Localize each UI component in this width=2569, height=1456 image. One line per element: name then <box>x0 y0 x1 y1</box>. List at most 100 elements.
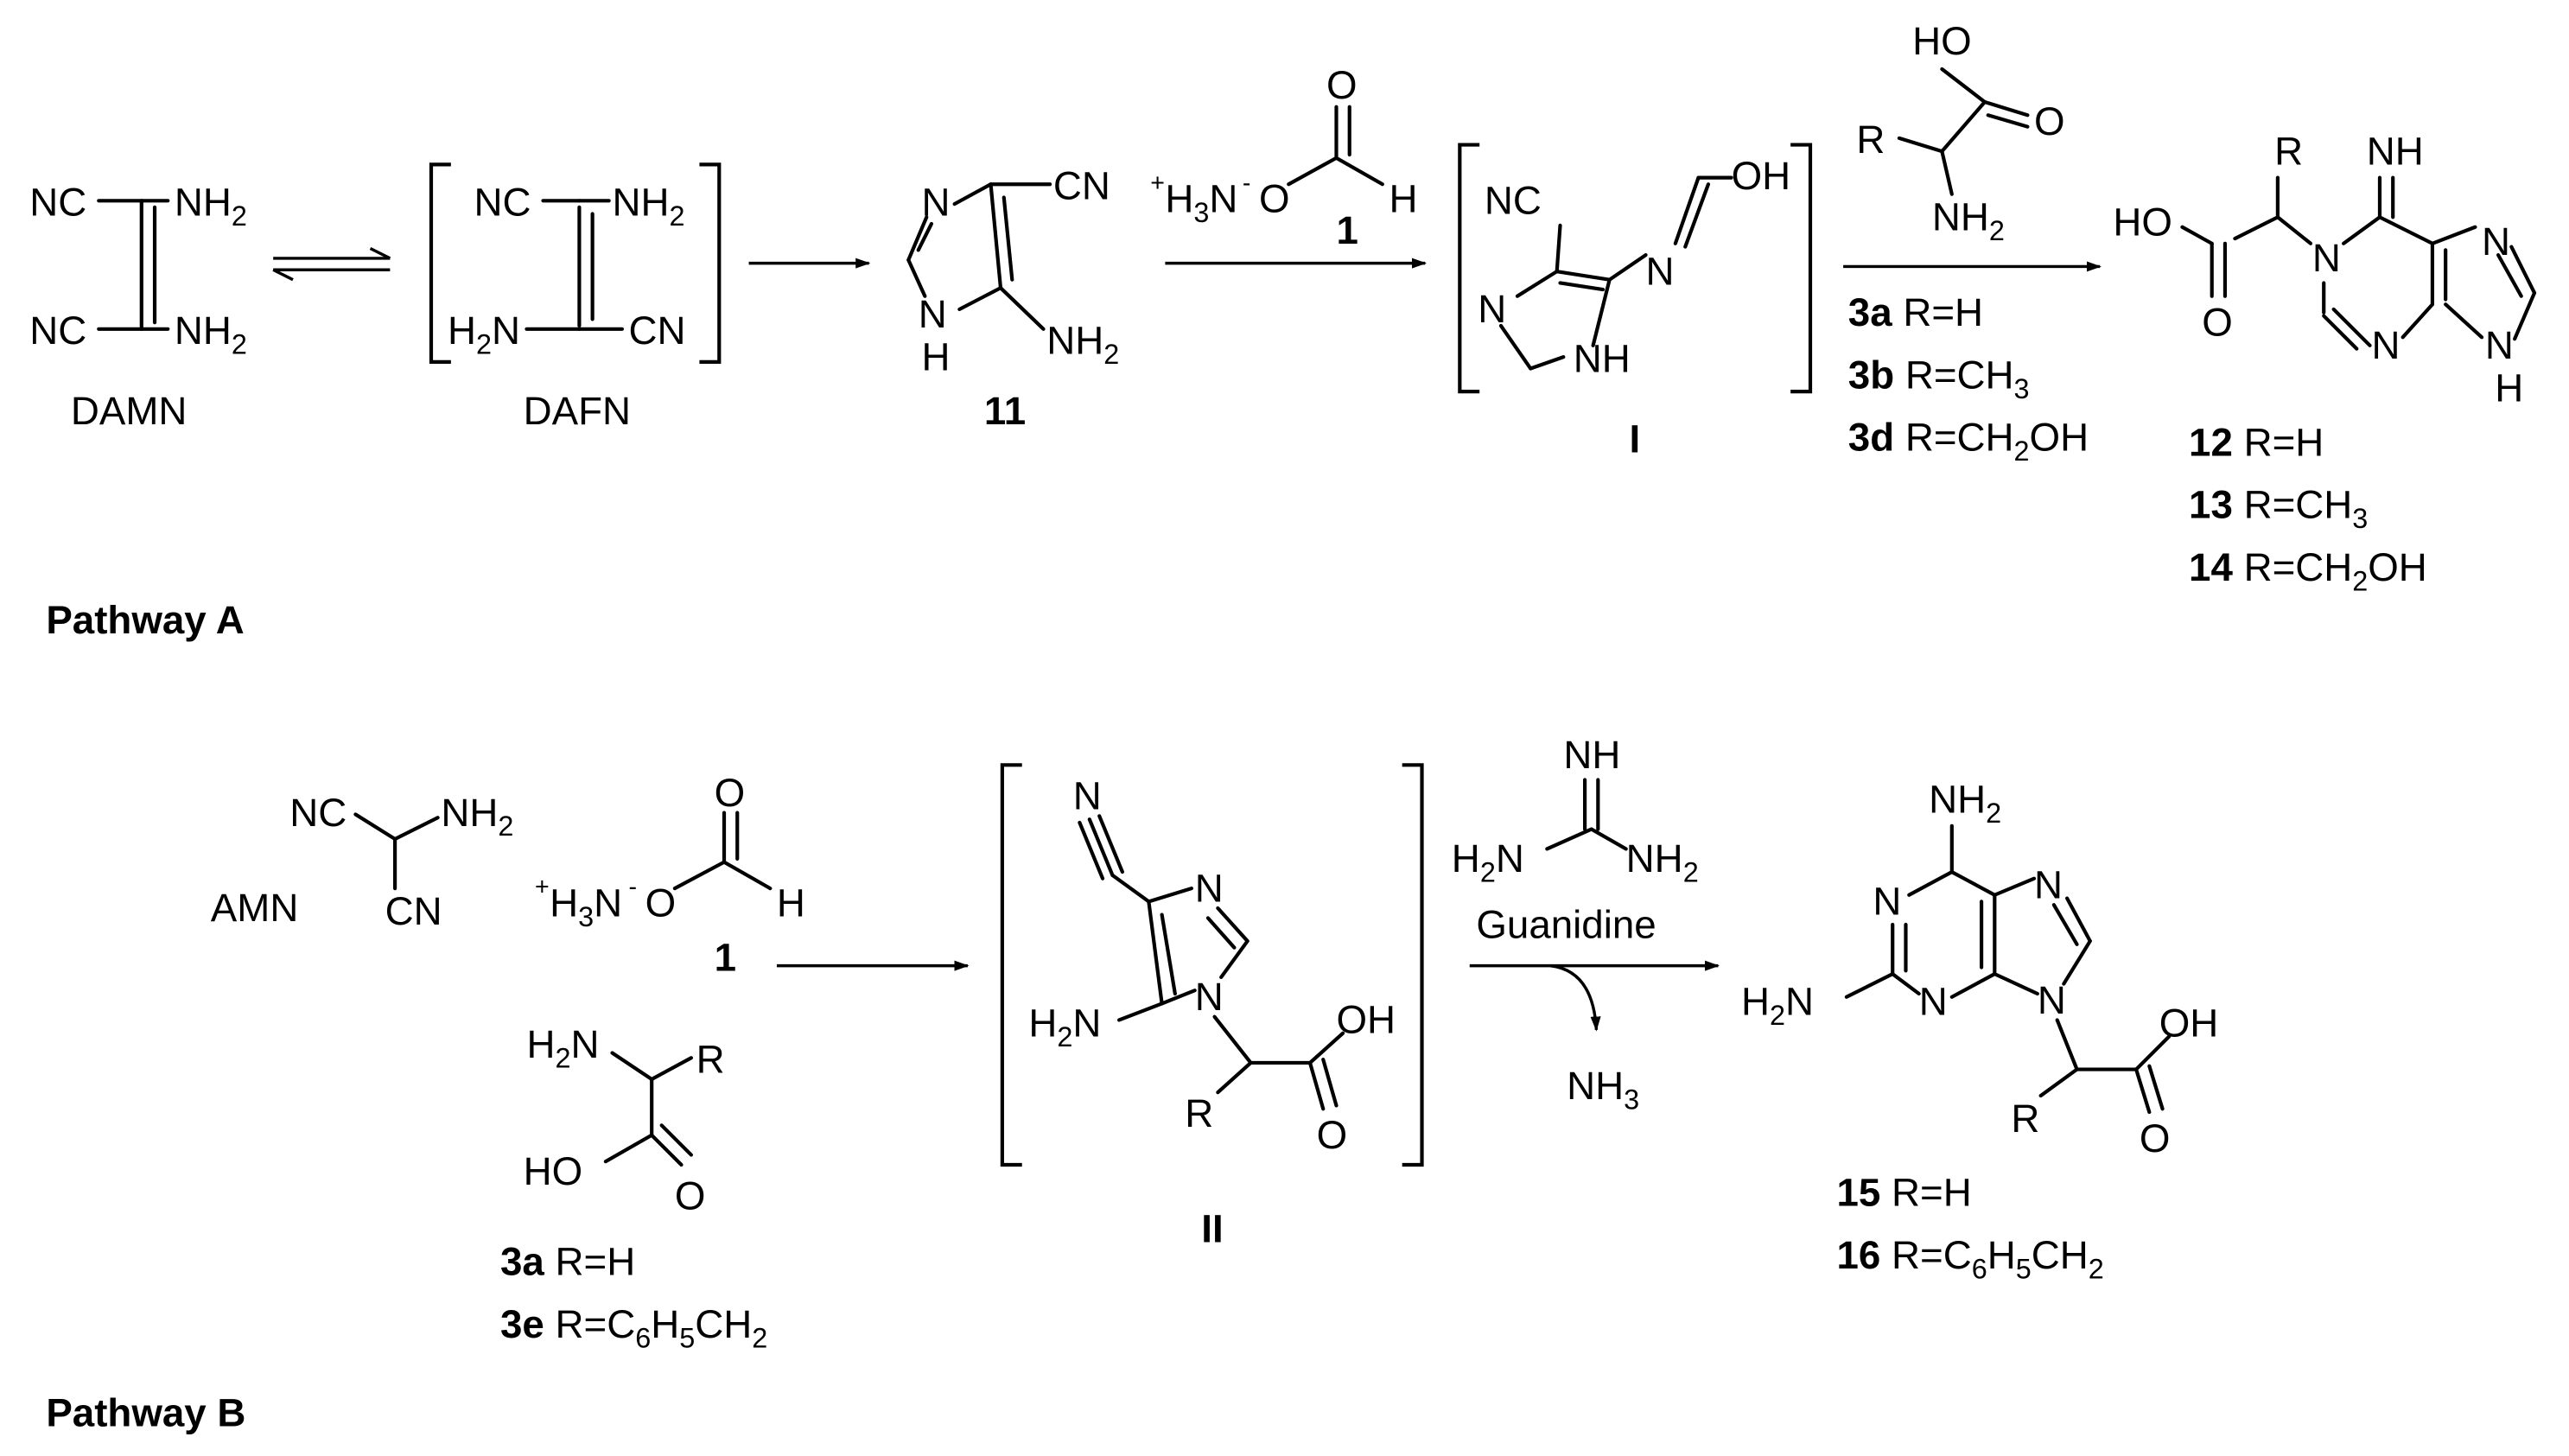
amn-cn: CN <box>385 889 442 933</box>
aa-ho: HO <box>1912 19 1972 63</box>
prodA-ho: HO <box>2113 200 2172 244</box>
intII-r: R <box>1185 1091 1213 1135</box>
c11-nh2: NH2 <box>1046 318 1119 369</box>
prodB-oh: OH <box>2159 1001 2219 1045</box>
reagent-amino-acid-b: H2N R HO O <box>524 1022 725 1218</box>
prodA-r: R <box>2274 129 2303 173</box>
prodB-o: O <box>2140 1116 2171 1160</box>
aa-3a: 3a R=H <box>1848 290 1983 334</box>
aaB-o: O <box>675 1173 706 1218</box>
intII-n1: N <box>1195 975 1224 1019</box>
c11-n1: N <box>919 292 947 336</box>
prod-13: 13 R=CH3 <box>2189 483 2368 534</box>
pathway-a-label: Pathway A <box>46 598 244 642</box>
formateB-h: H <box>777 881 805 925</box>
prodB-r: R <box>2011 1097 2039 1141</box>
prodB-n9: N <box>2038 978 2066 1022</box>
formate-label-1: 1 <box>1336 208 1358 252</box>
intII-label: II <box>1201 1206 1223 1250</box>
c11-n3: N <box>922 180 951 224</box>
bracket-left <box>1000 763 1022 1167</box>
amino-acid-list-a: 3a R=H 3b R=CH3 3d R=CH2OH <box>1848 290 2089 467</box>
compound-dafn: NC NH2 H2N CN DAFN <box>429 162 722 433</box>
formate-o-top: O <box>1326 63 1358 107</box>
compound-11: N N H CN NH2 11 <box>906 163 1119 433</box>
formateB-o: O <box>645 881 677 925</box>
reagent-amino-acid-a: HO O R NH2 <box>1856 19 2064 246</box>
aaB-r: R <box>696 1037 725 1081</box>
formate-h: H <box>1389 177 1417 221</box>
product-b: NH2 N H2N N N N R OH O <box>1741 778 2218 1160</box>
equilibrium-arrow <box>272 246 391 282</box>
formateB-h3n: H3N <box>550 881 622 932</box>
prodB-nh2: NH2 <box>1929 778 2001 829</box>
aaB-3a: 3a R=H <box>500 1240 635 1284</box>
bracket-left <box>1458 143 1480 394</box>
guan-h2n: H2N <box>1452 836 1524 887</box>
c11-h: H <box>922 334 951 378</box>
damn-nh2-top: NH2 <box>175 180 247 231</box>
intI-nc: NC <box>1485 179 1542 223</box>
damn-nc-top: NC <box>29 180 86 224</box>
prodA-n3: N <box>2371 323 2400 367</box>
aa-nh2: NH2 <box>1932 195 2005 246</box>
product-list-a: 12 R=H 13 R=CH3 14 R=CH2OH <box>2189 420 2427 596</box>
bracket-right <box>1402 763 1424 1167</box>
intII-n3: N <box>1195 866 1224 910</box>
intI-nh: NH <box>1574 336 1631 380</box>
prodB-n3: N <box>1919 980 1948 1024</box>
dafn-h2n: H2N <box>448 308 520 359</box>
aa-o: O <box>2034 99 2065 143</box>
intII-n-nitrile: N <box>1073 774 1102 818</box>
aaB-ho: HO <box>524 1149 583 1193</box>
intII-oh: OH <box>1336 998 1396 1042</box>
amn-label: AMN <box>211 886 299 930</box>
damn-label: DAMN <box>71 389 188 433</box>
prodA-n1: N <box>2312 236 2341 280</box>
intI-oh: OH <box>1732 154 1791 198</box>
intermediate-I: NC N NH N OH I <box>1458 143 1813 461</box>
pathway-b-label: Pathway B <box>46 1391 245 1435</box>
nh3-byproduct: NH3 <box>1567 1064 1639 1115</box>
intI-n-imine: N <box>1646 249 1675 293</box>
dafn-cn: CN <box>629 308 686 353</box>
aaB-h2n: H2N <box>526 1022 599 1073</box>
guan-nh: NH <box>1563 733 1620 777</box>
prodB-n7: N <box>2034 863 2063 907</box>
prod-14: 14 R=CH2OH <box>2189 545 2427 596</box>
formateB-minus: - <box>629 874 638 901</box>
formate-o: O <box>1259 177 1290 221</box>
amn-nc: NC <box>289 791 347 835</box>
reagent-ammonium-formate: + H3N - O O H 1 <box>1150 63 1417 252</box>
prodA-h: H <box>2495 366 2523 410</box>
dafn-label: DAFN <box>524 389 631 433</box>
intII-h2n: H2N <box>1028 1001 1101 1052</box>
damn-nc-bottom: NC <box>29 308 86 353</box>
arrow-nh3-release <box>1549 963 1601 1032</box>
c11-label: 11 <box>984 389 1026 433</box>
bracket-right <box>1790 143 1813 394</box>
guan-nh2: NH2 <box>1626 836 1699 887</box>
intI-label: I <box>1630 417 1641 461</box>
aa-3b: 3b R=CH3 <box>1848 353 2030 404</box>
prodB-h2n: H2N <box>1741 980 1814 1031</box>
product-a: R HO O N NH N N N H <box>2113 129 2537 410</box>
product-list-b: 15 R=H 16 R=C6H5CH2 <box>1836 1171 2103 1285</box>
amn-nh2: NH2 <box>441 791 513 842</box>
bracket-right <box>699 162 722 364</box>
reagent-ammonium-formate-b: + H3N - O O H 1 <box>535 771 805 979</box>
prodA-n7: N <box>2482 219 2510 264</box>
formateB-label-1: 1 <box>715 935 736 979</box>
bracket-left <box>429 162 451 364</box>
aa-r: R <box>1856 118 1885 162</box>
aaB-3e: 3e R=C6H5CH2 <box>500 1302 767 1353</box>
compound-amn: NC NH2 CN AMN <box>211 791 514 933</box>
prod-16: 16 R=C6H5CH2 <box>1836 1233 2103 1284</box>
c11-cn: CN <box>1053 163 1110 207</box>
prod-12: 12 R=H <box>2189 420 2324 464</box>
formateB-o-top: O <box>715 771 746 815</box>
compound-damn: NC NH2 NC NH2 DAMN <box>29 180 247 433</box>
prodA-o: O <box>2202 300 2233 344</box>
damn-nh2-bottom: NH2 <box>175 308 247 359</box>
aa-3d: 3d R=CH2OH <box>1848 416 2089 467</box>
